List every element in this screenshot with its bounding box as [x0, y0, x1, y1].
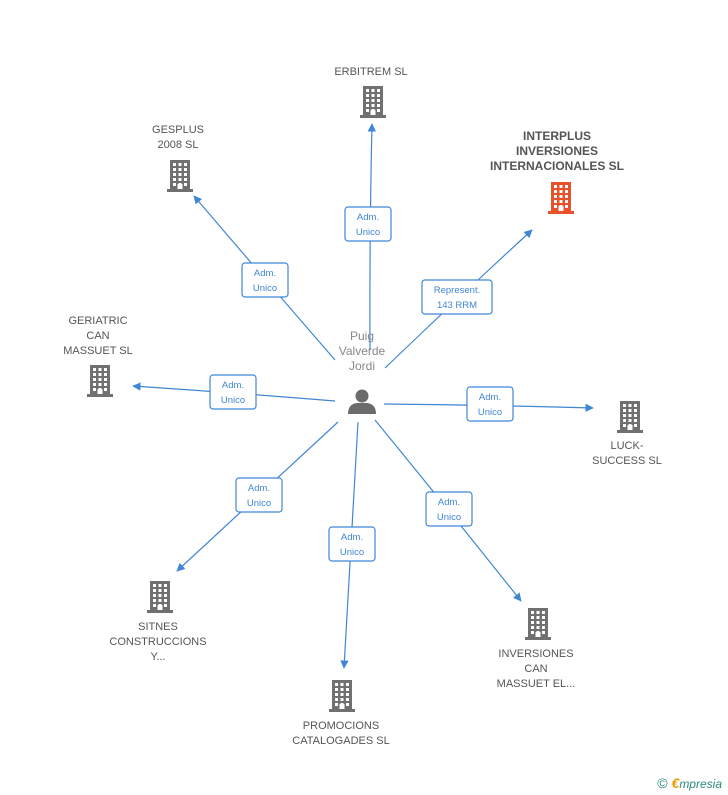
edge-label-erbitrem[interactable]: Adm. Unico [344, 206, 392, 242]
edge-label-promocions[interactable]: Adm. Unico [328, 526, 376, 562]
building-icon[interactable] [329, 680, 355, 712]
edge-label-text: 143 RRM [437, 300, 477, 311]
edge-label-box [421, 279, 493, 315]
person-name-line: Jordi [349, 359, 375, 373]
person-icon [348, 389, 376, 414]
edge-label-text: Unico [478, 407, 502, 418]
edge-label-text: Adm. [254, 268, 276, 279]
edge-label-gesplus[interactable]: Adm. Unico [241, 262, 289, 298]
edge-label-text: Adm. [357, 212, 379, 223]
edge-label-box [466, 386, 514, 422]
edge-label-text: Unico [437, 512, 461, 523]
edge-label-sitnes[interactable]: Adm. Unico [235, 477, 283, 513]
company-label-line: LUCK- [610, 440, 643, 452]
person-name-line: Puig [350, 329, 374, 343]
edge-label-interplus[interactable]: Represent. 143 RRM [421, 279, 493, 315]
company-label-line: INVERSIONES [498, 648, 573, 660]
footer-brand: ©€mpresia [657, 775, 722, 791]
building-icon[interactable] [617, 401, 643, 433]
company-label-line: CATALOGADES SL [292, 735, 389, 747]
building-icon[interactable] [87, 365, 113, 397]
edge-label-box [328, 526, 376, 562]
edge-label-inversiones[interactable]: Adm. Unico [425, 491, 473, 527]
building-icon[interactable] [167, 160, 193, 192]
company-label-line: CAN [524, 663, 547, 675]
edge-label-text: Adm. [222, 380, 244, 391]
company-label-line: ERBITREM SL [334, 66, 407, 78]
company-node-luck[interactable]: LUCK- SUCCESS SL [592, 401, 662, 467]
company-node-inversiones[interactable]: INVERSIONES CAN MASSUET EL... [497, 608, 576, 690]
edge-label-text: Adm. [479, 392, 501, 403]
edge-label-box [235, 477, 283, 513]
edge-label-text: Adm. [341, 532, 363, 543]
company-label-line: SITNES [138, 621, 178, 633]
edge-label-geriatric[interactable]: Adm. Unico [209, 374, 257, 410]
company-node-gesplus[interactable]: GESPLUS 2008 SL [152, 124, 204, 192]
company-label-line: INVERSIONES [516, 144, 598, 158]
copyright-symbol: © [657, 775, 668, 791]
company-node-promocions[interactable]: PROMOCIONS CATALOGADES SL [292, 680, 390, 747]
company-node-geriatric[interactable]: GERIATRIC CAN MASSUET SL [63, 315, 133, 397]
company-label-line: GERIATRIC [68, 315, 127, 327]
brand-name: mpresia [679, 777, 722, 791]
edge-label-box [209, 374, 257, 410]
company-label-line: 2008 SL [158, 139, 199, 151]
company-label-line: Y... [150, 651, 165, 663]
edge-label-text: Unico [247, 498, 271, 509]
edge-label-text: Adm. [438, 497, 460, 508]
brand-logo-initial: € [671, 775, 680, 791]
edge-label-box [344, 206, 392, 242]
building-icon[interactable] [147, 581, 173, 613]
building-icon[interactable] [525, 608, 551, 640]
company-node-sitnes[interactable]: SITNES CONSTRUCCIONS Y... [109, 581, 207, 663]
company-label-line: GESPLUS [152, 124, 204, 136]
edge-label-text: Unico [356, 227, 380, 238]
edge-label-text: Represent. [434, 285, 480, 296]
company-label-line: INTERPLUS [523, 129, 591, 143]
building-icon[interactable] [360, 86, 386, 118]
company-node-erbitrem[interactable]: ERBITREM SL [334, 66, 408, 118]
company-label-line: SUCCESS SL [592, 455, 662, 467]
company-label-line: INTERNACIONALES SL [490, 159, 624, 173]
company-label-line: PROMOCIONS [303, 720, 379, 732]
company-label-line: CONSTRUCCIONS [109, 636, 206, 648]
company-label-line: CAN [86, 330, 109, 342]
edge-label-text: Unico [253, 283, 277, 294]
building-icon[interactable] [548, 182, 574, 214]
company-label-line: MASSUET EL... [497, 678, 576, 690]
company-label-line: MASSUET SL [63, 345, 133, 357]
edge-label-box [425, 491, 473, 527]
edge-label-text: Unico [340, 547, 364, 558]
person-name-line: Valverde [339, 344, 386, 358]
edge-label-luck[interactable]: Adm. Unico [466, 386, 514, 422]
edge-label-text: Unico [221, 395, 245, 406]
edge-label-text: Adm. [248, 483, 270, 494]
edge-label-box [241, 262, 289, 298]
